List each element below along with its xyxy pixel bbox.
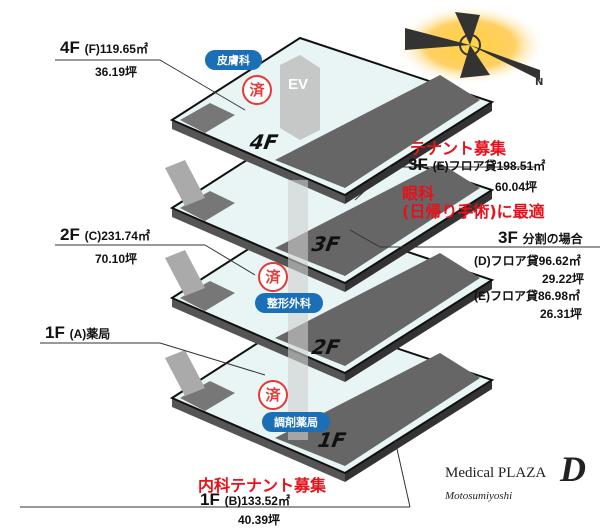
4f-tenant-badge: 皮膚科 xyxy=(205,50,262,70)
1f-a-title: 1F (A)薬局 xyxy=(45,323,111,342)
2f-dark-zone xyxy=(275,253,480,366)
logo-letter: D xyxy=(560,449,586,489)
4f-tsubo: 36.19坪 xyxy=(95,65,138,79)
4f-title: 4F (F)119.65㎡ xyxy=(60,38,148,57)
1f-slab-edge-right xyxy=(345,380,492,482)
3f-split-d-tsubo: 29.22坪 xyxy=(542,272,585,286)
1f-dark-zone xyxy=(275,353,480,466)
3f-dark-zone xyxy=(275,163,480,276)
2f-tenant-badge: 整形外科 xyxy=(255,293,323,313)
2f-title: 2F (C)231.74㎡ xyxy=(60,225,150,244)
compass-icon: N xyxy=(395,5,545,88)
3f-stair-ramp xyxy=(165,160,205,206)
logo-name: Medical PLAZA xyxy=(445,465,547,481)
3f-slab-edge-right xyxy=(345,190,492,292)
1f-tenant-badge: 調剤薬局 xyxy=(262,412,330,432)
3f-split-title: 3F 分割の場合 xyxy=(498,228,583,247)
1f-stair-zone xyxy=(180,381,235,411)
1f-b-tsubo: 40.39坪 xyxy=(238,513,281,527)
3f-split-d: (D)フロア貸96.62㎡ xyxy=(474,254,581,268)
1f-b-title: 1F (B)133.52㎡ xyxy=(200,490,290,509)
4f-stair-zone xyxy=(180,103,235,133)
2f-tsubo: 70.10坪 xyxy=(95,252,138,266)
1f-occupied-stamp: 済 xyxy=(258,380,288,410)
compass-north-label: N xyxy=(535,77,543,88)
3f-recommend-1: 眼科 xyxy=(402,184,435,203)
ev-label: EV xyxy=(288,76,309,93)
3f-recruit-text: テナント募集 xyxy=(410,139,507,158)
2f-stair-zone xyxy=(180,281,235,311)
4f-dark-zone xyxy=(275,75,480,188)
2f-slab-edge-right xyxy=(345,280,492,382)
3f-title: 3F (E)フロア貸198.51㎡ xyxy=(408,155,546,174)
3f-recommend-2: (日帰り手術)に最適 xyxy=(402,202,545,221)
3f-tsubo: 60.04坪 xyxy=(495,180,538,194)
3f-stair-zone xyxy=(180,191,235,221)
4f-occupied-stamp: 済 xyxy=(242,75,272,105)
logo-signature: Motosumiyoshi xyxy=(445,490,513,502)
3f-split-e-tsubo: 26.31坪 xyxy=(540,307,583,321)
1f-slab-edge xyxy=(172,398,345,482)
4f-slab-edge-right xyxy=(345,102,492,204)
2f-stair-ramp xyxy=(165,250,205,296)
1f-stair-ramp xyxy=(165,350,205,396)
3f-split-e: (E)フロア貸86.98㎡ xyxy=(474,289,581,303)
leader-lines xyxy=(20,59,600,508)
2f-occupied-stamp: 済 xyxy=(258,262,288,292)
1f-recruit-text: 内科テナント募集 xyxy=(198,476,327,495)
